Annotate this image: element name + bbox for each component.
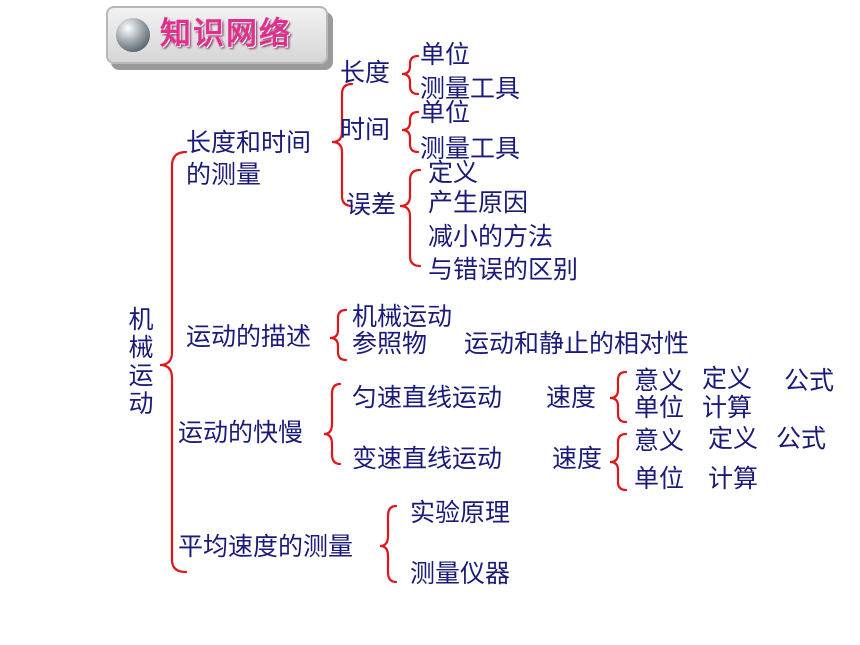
error-bracket — [399, 168, 422, 268]
variable-row1-item: 定义 — [708, 424, 759, 453]
uniform-row1-item: 定义 — [702, 364, 753, 393]
measure-bracket — [331, 82, 354, 208]
error-item: 减小的方法 — [428, 222, 554, 251]
uniform-row2-item: 计算 — [702, 393, 753, 422]
root-label: 机械运动 — [128, 305, 154, 418]
variable-row1-item: 意义 — [634, 426, 685, 455]
uniform-row1-item: 意义 — [634, 366, 685, 395]
avg-bracket — [379, 504, 398, 584]
section-banner: 知识网络 — [106, 6, 328, 64]
variable-row2-item: 单位 — [634, 464, 685, 493]
speed-bracket — [323, 382, 342, 466]
describe-label: 运动的描述 — [186, 322, 312, 351]
avg-item: 实验原理 — [410, 498, 511, 527]
variable-label: 变速直线运动 — [352, 444, 503, 473]
length-item: 测量工具 — [420, 74, 521, 103]
error-label: 误差 — [346, 190, 397, 219]
sphere-icon — [116, 18, 150, 52]
length-label: 长度 — [340, 58, 391, 87]
describe-note: 运动和静止的相对性 — [464, 329, 690, 358]
uniform-row1-item: 公式 — [784, 366, 835, 395]
length-item: 单位 — [420, 40, 471, 69]
describe-item: 机械运动 — [352, 302, 453, 331]
uniform-row2-item: 单位 — [634, 393, 685, 422]
measure-label-line2: 的测量 — [186, 160, 262, 189]
avg-label: 平均速度的测量 — [178, 532, 354, 561]
time-item: 单位 — [420, 98, 471, 127]
uniform-bracket — [609, 370, 628, 424]
error-item: 产生原因 — [428, 188, 529, 217]
time-bracket — [401, 110, 420, 154]
measure-label-line1: 长度和时间 — [186, 128, 312, 157]
describe-bracket — [329, 308, 348, 362]
speed-label: 运动的快慢 — [178, 418, 304, 447]
variable-bracket — [609, 432, 628, 492]
time-item: 测量工具 — [420, 134, 521, 163]
uniform-label: 匀速直线运动 — [352, 383, 503, 412]
time-label: 时间 — [340, 115, 391, 144]
banner-title: 知识网络 — [160, 16, 292, 52]
describe-item: 参照物 — [352, 329, 428, 358]
variable-row1-item: 公式 — [776, 424, 827, 453]
root-bracket — [159, 150, 188, 574]
error-item: 与错误的区别 — [428, 255, 579, 284]
variable-sub: 速度 — [552, 444, 603, 473]
uniform-sub: 速度 — [546, 383, 597, 412]
avg-item: 测量仪器 — [410, 559, 511, 588]
error-item: 定义 — [428, 158, 479, 187]
length-bracket — [401, 54, 420, 96]
variable-row2-item: 计算 — [708, 464, 759, 493]
